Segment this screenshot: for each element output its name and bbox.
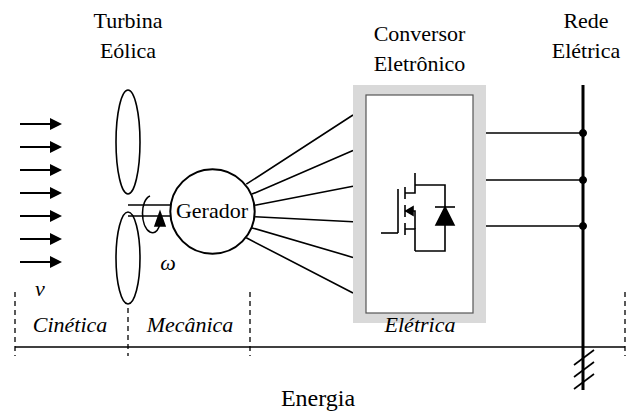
energy-type-label: Elétrica <box>365 312 475 338</box>
wind-arrowhead <box>50 210 62 222</box>
diode-triangle <box>436 207 454 225</box>
generator-circle: Gerador <box>169 168 256 255</box>
rotation-arrow <box>143 196 161 233</box>
converter-heading: Conversor Eletrônico <box>345 19 495 79</box>
grid-hatch <box>574 374 594 389</box>
scale-divider <box>14 292 15 356</box>
wind-arrow <box>20 238 52 240</box>
grid-hatch <box>574 350 594 365</box>
wind-arrows <box>20 118 62 268</box>
mosfet-symbol <box>381 173 455 251</box>
mosfet-line <box>415 185 445 207</box>
node-label: Gerador <box>176 197 248 225</box>
mosfet-line <box>405 229 415 251</box>
mosfet-line <box>404 187 406 199</box>
wind-arrowhead <box>50 187 62 199</box>
wind-arrowhead <box>50 233 62 245</box>
mosfet-line <box>397 189 399 233</box>
wind-speed-symbol: v <box>30 276 50 302</box>
junction-dot <box>580 177 587 184</box>
mosfet-line <box>405 173 415 193</box>
generator-wires <box>246 115 353 293</box>
wind-arrow <box>20 192 52 194</box>
mosfet-line <box>444 225 446 231</box>
converter-illustration <box>353 85 486 323</box>
grid-wire <box>486 132 583 134</box>
junction-dot <box>580 223 587 230</box>
wind-arrow <box>20 123 52 125</box>
turbine-blade <box>116 212 140 304</box>
scale-line <box>15 346 625 347</box>
converter-box: Conversor Eletrônico <box>353 85 486 323</box>
wind-arrow <box>20 169 52 171</box>
grid-wire <box>486 179 583 181</box>
energy-type-label: Cinética <box>20 312 120 338</box>
energy-type-label: Mecânica <box>135 312 245 338</box>
turbine-shaft <box>128 215 176 217</box>
angular-speed-symbol: ω <box>156 250 180 276</box>
generator-outline <box>170 169 254 253</box>
turbine-shaft <box>128 204 176 206</box>
turbine-blade <box>116 90 140 194</box>
grid <box>486 85 594 390</box>
converter-inner-box <box>366 95 473 313</box>
mosfet-line <box>381 232 398 234</box>
mosfet-arrow <box>406 207 413 215</box>
turbine-label: Turbina Eólica <box>73 6 183 66</box>
wind-arrowhead <box>50 118 62 130</box>
wind-arrow <box>20 215 52 217</box>
wind-arrowhead <box>50 164 62 176</box>
scale-divider <box>624 292 625 356</box>
wind-arrowhead <box>50 141 62 153</box>
mosfet-line <box>415 231 445 251</box>
energy-label: Energia <box>258 385 378 411</box>
grid-hatch <box>574 362 594 377</box>
wind-arrow <box>20 261 52 263</box>
grid-wire <box>486 225 583 227</box>
scale-divider <box>249 292 250 356</box>
wind-arrowhead <box>50 256 62 268</box>
junction-dot <box>580 130 587 137</box>
energy-scale <box>15 292 625 356</box>
grid-label: Rede Elétrica <box>540 6 632 66</box>
scale-divider <box>127 308 128 356</box>
wind-arrow <box>20 146 52 148</box>
rotation-arrowhead <box>155 212 165 226</box>
